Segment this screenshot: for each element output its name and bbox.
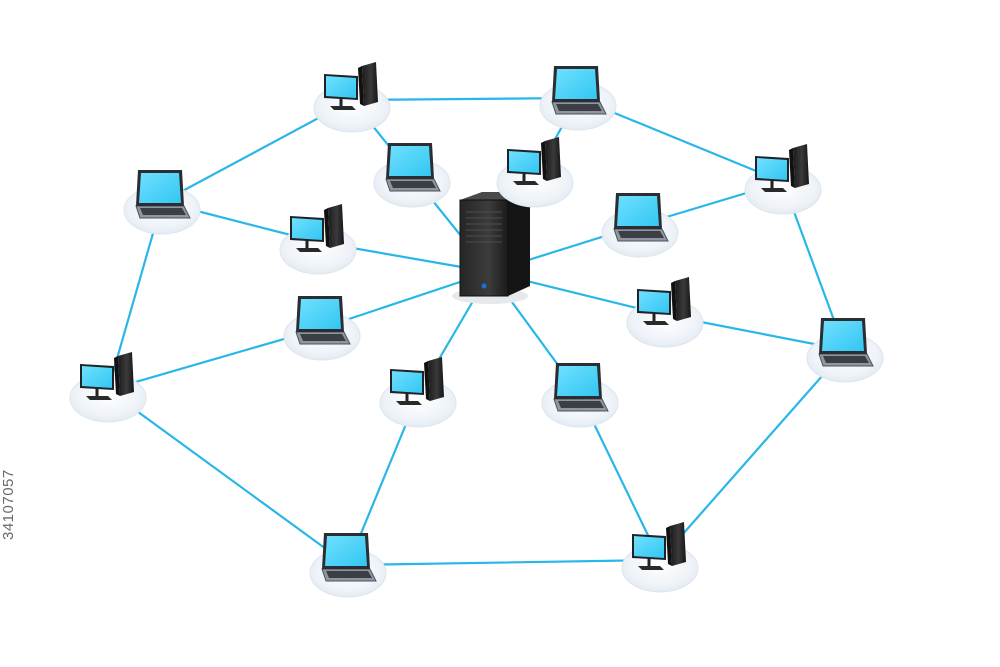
- network-links: [108, 98, 845, 565]
- network-link: [108, 390, 348, 565]
- screen: [292, 218, 322, 240]
- screen: [617, 196, 659, 226]
- screen: [822, 321, 864, 351]
- screen: [82, 366, 112, 388]
- inner-left-desktop-desktop-icon: [280, 204, 356, 274]
- outer-right-laptop-laptop-icon: [807, 318, 883, 382]
- outer-bottom-right-desktop-desktop-icon: [622, 522, 698, 592]
- screen: [557, 366, 599, 396]
- network-link: [660, 350, 845, 560]
- inner-bottom-right-laptop-laptop-icon: [542, 363, 618, 427]
- outer-top-right-laptop-laptop-icon: [540, 66, 616, 130]
- screen: [325, 536, 367, 566]
- outer-top-left-laptop-laptop-icon: [124, 170, 200, 234]
- power-light-icon: [482, 284, 487, 289]
- inner-left-laptop-laptop-icon: [284, 296, 360, 360]
- screen: [509, 151, 539, 173]
- screen: [299, 299, 341, 329]
- inner-bottom-desktop-desktop-icon: [380, 357, 456, 427]
- screen: [139, 173, 181, 203]
- inner-right-laptop-laptop-icon: [602, 193, 678, 257]
- stock-id-label: 34107057: [0, 514, 24, 540]
- outer-left-desktop-desktop-icon: [70, 352, 146, 422]
- center-server-server-icon: [452, 192, 530, 304]
- network-link: [348, 560, 660, 565]
- screen: [389, 146, 431, 176]
- outer-top-desktop-desktop-icon: [314, 62, 390, 132]
- network-nodes: [70, 62, 883, 597]
- inner-top-desktop-desktop-icon: [497, 137, 573, 207]
- screen: [757, 158, 787, 180]
- outer-right-desktop-desktop-icon: [745, 144, 821, 214]
- screen: [555, 69, 597, 99]
- screen: [639, 291, 669, 313]
- screen: [392, 371, 422, 393]
- screen: [326, 76, 356, 98]
- inner-top-laptop-laptop-icon: [374, 143, 450, 207]
- screen: [634, 536, 664, 558]
- inner-right-desktop-desktop-icon: [627, 277, 703, 347]
- outer-bottom-laptop-laptop-icon: [310, 533, 386, 597]
